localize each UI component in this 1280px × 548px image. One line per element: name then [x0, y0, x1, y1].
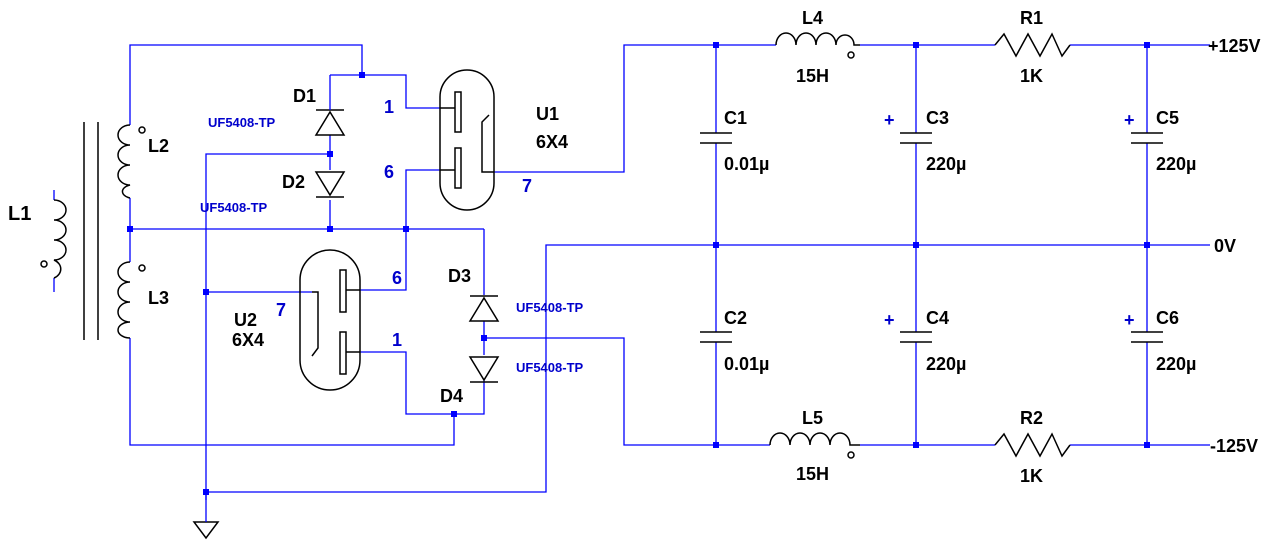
- model-d3: UF5408-TP: [516, 300, 584, 315]
- u1-pin-6: 6: [384, 162, 394, 182]
- model-d2: UF5408-TP: [200, 200, 268, 215]
- label-d4: D4: [440, 386, 463, 406]
- value-r1: 1K: [1020, 66, 1043, 86]
- value-l4: 15H: [796, 66, 829, 86]
- coil-l3: [117, 261, 131, 339]
- label-l3: L3: [148, 288, 169, 308]
- polarity-c4: +: [884, 310, 895, 330]
- model-u1: 6X4: [536, 132, 568, 152]
- inductor-l4: L4 15H: [775, 8, 860, 86]
- value-c2: 0.01µ: [724, 354, 769, 374]
- value-c3: 220µ: [926, 154, 966, 174]
- resistor-r2: R2 1K: [994, 408, 1071, 486]
- label-l4: L4: [802, 8, 823, 28]
- value-r2: 1K: [1020, 466, 1043, 486]
- diode-d3: D3 UF5408-TP: [448, 266, 584, 322]
- model-d4: UF5408-TP: [516, 360, 584, 375]
- capacitor-c3: + C3 220µ: [884, 108, 966, 174]
- label-c6: C6: [1156, 308, 1179, 328]
- polarity-c5: +: [1124, 110, 1135, 130]
- label-c5: C5: [1156, 108, 1179, 128]
- ground-icon: [192, 515, 220, 540]
- label-l1: L1: [8, 203, 31, 225]
- u2-pin-1: 1: [392, 330, 402, 350]
- diode-d4: D4 UF5408-TP: [440, 356, 584, 406]
- output-negative-label: -125V: [1210, 436, 1258, 456]
- tube-u2: 6 1 7 U2 6X4: [232, 249, 402, 391]
- output-ground-label: 0V: [1214, 236, 1236, 256]
- value-c1: 0.01µ: [724, 154, 769, 174]
- label-c4: C4: [926, 308, 949, 328]
- model-u2: 6X4: [232, 330, 264, 350]
- label-l5: L5: [802, 408, 823, 428]
- polarity-c6: +: [1124, 310, 1135, 330]
- capacitor-c6: + C6 220µ: [1124, 308, 1196, 374]
- diode-d2: D2 UF5408-TP: [200, 171, 346, 215]
- transformer: L1 L2 L3: [8, 122, 169, 340]
- inductor-l5: L5 15H: [769, 408, 860, 484]
- polarity-c3: +: [884, 110, 895, 130]
- value-c5: 220µ: [1156, 154, 1196, 174]
- capacitor-c1: C1 0.01µ: [700, 108, 769, 174]
- resistor-r1: R1 1K: [994, 8, 1071, 86]
- output-positive-label: +125V: [1208, 36, 1261, 56]
- label-u1: U1: [536, 104, 559, 124]
- u1-pin-7: 7: [522, 176, 532, 196]
- label-r2: R2: [1020, 408, 1043, 428]
- label-c2: C2: [724, 308, 747, 328]
- label-c3: C3: [926, 108, 949, 128]
- junctions: [127, 42, 1150, 495]
- label-d3: D3: [448, 266, 471, 286]
- value-l5: 15H: [796, 464, 829, 484]
- u2-pin-6: 6: [392, 268, 402, 288]
- value-c6: 220µ: [1156, 354, 1196, 374]
- u2-pin-7: 7: [276, 300, 286, 320]
- label-l2: L2: [148, 136, 169, 156]
- label-u2: U2: [234, 310, 257, 330]
- coil-l1: [53, 199, 67, 279]
- capacitor-c5: + C5 220µ: [1124, 108, 1196, 174]
- value-c4: 220µ: [926, 354, 966, 374]
- label-c1: C1: [724, 108, 747, 128]
- label-r1: R1: [1020, 8, 1043, 28]
- label-d1: D1: [293, 86, 316, 106]
- diode-d1: D1 UF5408-TP: [208, 86, 346, 136]
- tube-u1: 1 6 7 U1 6X4: [384, 69, 568, 211]
- coil-l2: [117, 124, 131, 199]
- capacitor-c2: C2 0.01µ: [700, 308, 769, 374]
- u1-pin-1: 1: [384, 97, 394, 117]
- label-d2: D2: [282, 172, 305, 192]
- wires: [53, 44, 1210, 515]
- capacitor-c4: + C4 220µ: [884, 308, 966, 374]
- model-d1: UF5408-TP: [208, 115, 276, 130]
